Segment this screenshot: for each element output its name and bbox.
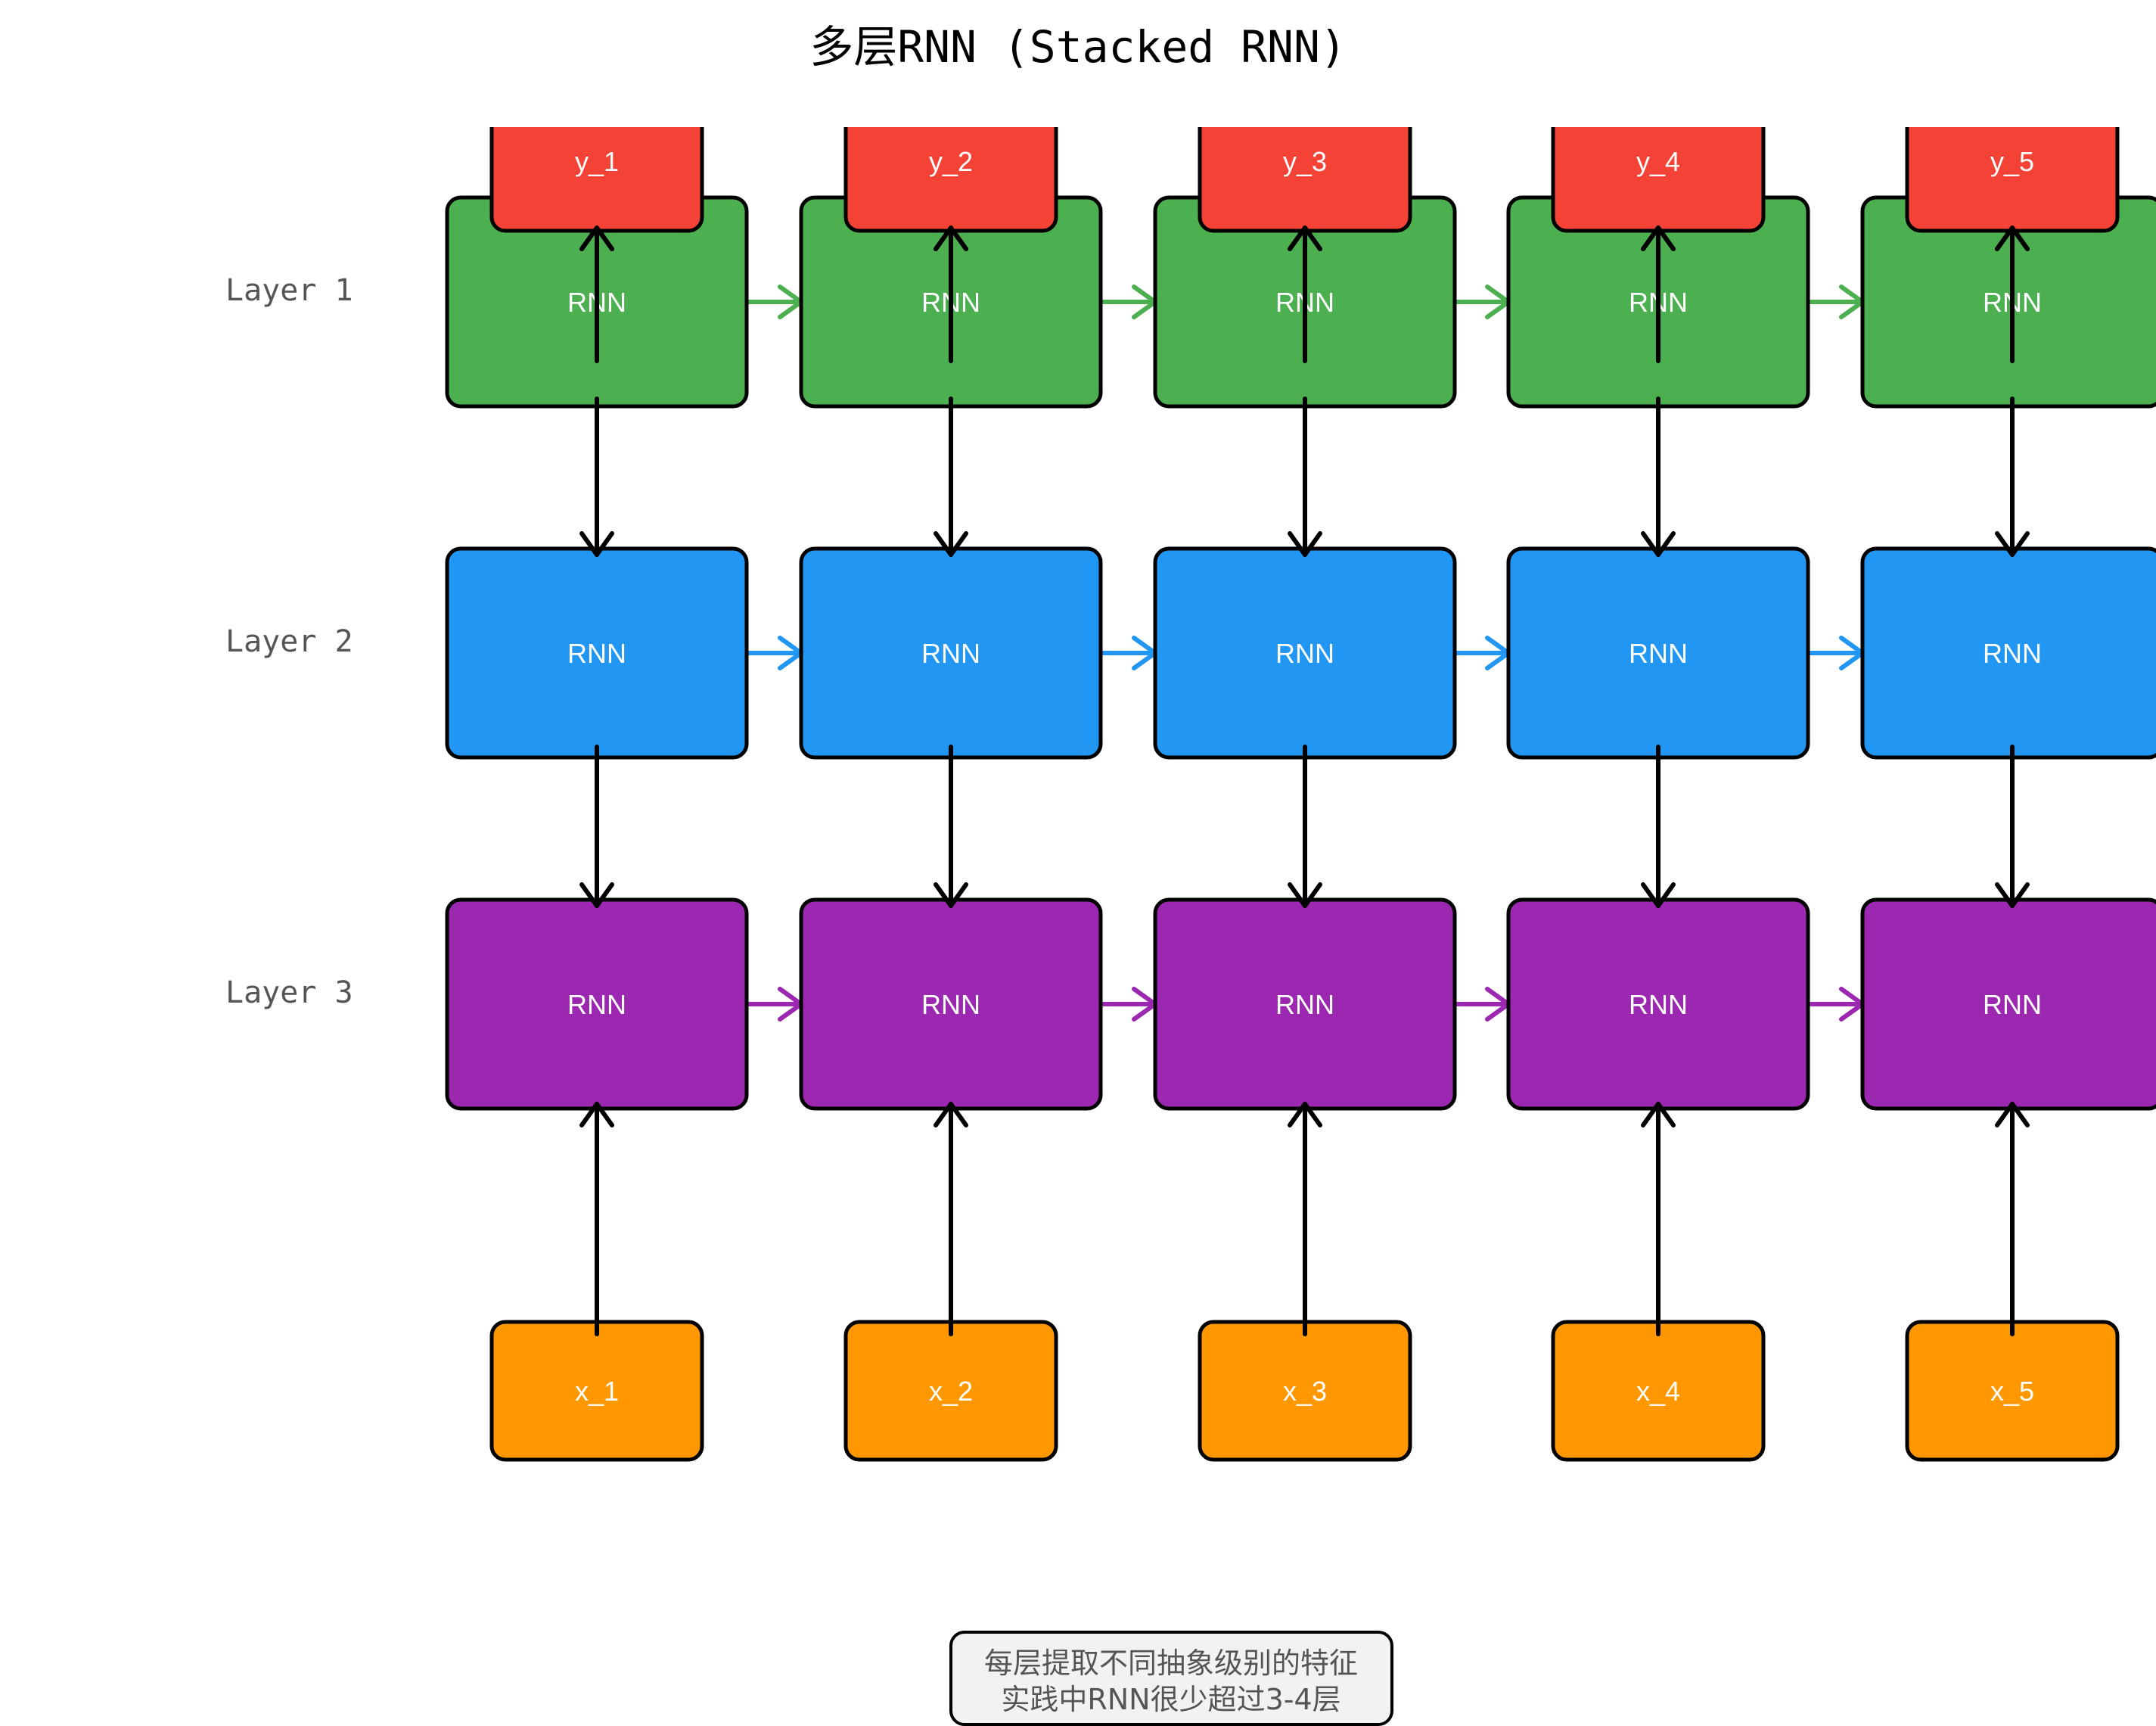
arrowhead-up — [579, 1102, 614, 1127]
clip-fill — [1909, 127, 2116, 130]
arrowhead-up — [934, 1102, 968, 1127]
arrowhead-down — [1288, 531, 1322, 557]
output-node-label: y_1 — [575, 146, 619, 177]
output-node-label: y_2 — [929, 146, 973, 177]
arrowhead-down — [1995, 882, 2030, 908]
rnn-cell-label: RNN — [1275, 638, 1334, 669]
clip-mask — [1904, 109, 2120, 127]
rnn-cell-layer3-t1: RNN — [445, 897, 749, 1111]
annotation-background — [949, 1631, 1393, 1726]
rnn-cell-label: RNN — [1629, 989, 1688, 1020]
output-node-y_2: y_2 — [843, 109, 1059, 233]
rnn-cell-label: RNN — [1275, 989, 1334, 1020]
annotation-line-2: 实践中RNN很少超过3-4层 — [1001, 1683, 1341, 1716]
rnn-cell-layer3-t4: RNN — [1506, 897, 1810, 1111]
clip-mask — [843, 109, 1059, 127]
arrowhead-down — [934, 531, 968, 557]
rnn-cell-label: RNN — [921, 638, 980, 669]
arrowhead-up — [1995, 1102, 2030, 1127]
clip-fill — [493, 127, 701, 130]
arrowhead-down — [1641, 531, 1676, 557]
input-node-label: x_3 — [1283, 1376, 1327, 1407]
arrowhead-up — [1288, 1102, 1322, 1127]
clip-fill — [1555, 127, 1762, 130]
input-node-label: x_2 — [929, 1376, 973, 1407]
layer-label-3: Layer 3 — [225, 975, 353, 1010]
rnn-cell-label: RNN — [1983, 989, 2042, 1020]
rnn-cell-layer2-t4: RNN — [1506, 546, 1810, 760]
arrowhead-down — [579, 882, 614, 908]
arrowhead-down — [1641, 882, 1676, 908]
clip-fill — [1201, 127, 1409, 130]
arrowhead-down — [1288, 882, 1322, 908]
input-node-x_2: x_2 — [843, 1320, 1058, 1462]
output-node-y_5: y_5 — [1904, 109, 2120, 233]
rnn-cell-layer2-t2: RNN — [799, 546, 1103, 760]
arrowhead-up — [1641, 1102, 1676, 1127]
rnn-cell-label: RNN — [1983, 638, 2042, 669]
diagram-title: 多层RNN (Stacked RNN) — [809, 21, 1347, 73]
input-node-x_3: x_3 — [1198, 1320, 1412, 1462]
arrowhead-down — [579, 531, 614, 557]
rnn-cell-layer3-t3: RNN — [1153, 897, 1457, 1111]
input-node-x_4: x_4 — [1551, 1320, 1766, 1462]
rnn-cell-label: RNN — [567, 989, 626, 1020]
input-node-label: x_5 — [1990, 1376, 2034, 1407]
arrowhead-down — [934, 882, 968, 908]
annotation-box: 每层提取不同抽象级别的特征 实践中RNN很少超过3-4层 — [949, 1631, 1393, 1726]
clip-mask — [489, 109, 705, 127]
layer-label-2: Layer 2 — [225, 624, 353, 659]
output-node-label: y_5 — [1990, 146, 2034, 177]
layer-label-1: Layer 1 — [225, 273, 353, 308]
input-node-label: x_4 — [1636, 1376, 1680, 1407]
rnn-cell-label: RNN — [1629, 638, 1688, 669]
rnn-cell-layer3-t5: RNN — [1860, 897, 2156, 1111]
clip-mask — [1197, 109, 1413, 127]
output-node-y_3: y_3 — [1197, 109, 1413, 233]
rnn-cell-label: RNN — [567, 638, 626, 669]
input-node-x_5: x_5 — [1905, 1320, 2120, 1462]
rnn-cell-layer2-t3: RNN — [1153, 546, 1457, 760]
input-node-x_1: x_1 — [489, 1320, 704, 1462]
output-node-label: y_3 — [1283, 146, 1327, 177]
output-node-label: y_4 — [1636, 146, 1680, 177]
rnn-cell-layer2-t5: RNN — [1860, 546, 2156, 760]
clip-mask — [1550, 109, 1766, 127]
rnn-cell-layer3-t2: RNN — [799, 897, 1103, 1111]
rnn-cell-layer2-t1: RNN — [445, 546, 749, 760]
output-node-y_4: y_4 — [1550, 109, 1766, 233]
arrowhead-down — [1995, 531, 2030, 557]
output-node-y_1: y_1 — [489, 109, 705, 233]
rnn-cell-label: RNN — [921, 989, 980, 1020]
clip-fill — [847, 127, 1055, 130]
input-node-label: x_1 — [575, 1376, 619, 1407]
annotation-line-1: 每层提取不同抽象级别的特征 — [984, 1647, 1358, 1680]
